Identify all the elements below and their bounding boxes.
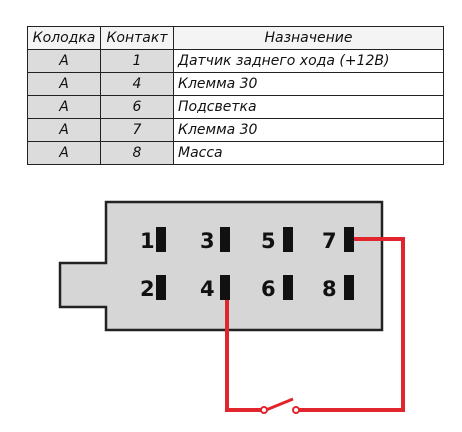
pinout-table: Колодка Контакт Назначение A 1 Датчик за… bbox=[27, 26, 444, 165]
table-row: A 1 Датчик заднего хода (+12В) bbox=[27, 49, 444, 73]
pin-1-terminal bbox=[156, 227, 166, 252]
pin-6-terminal bbox=[283, 275, 293, 300]
table-header-row: Колодка Контакт Назначение bbox=[27, 26, 444, 50]
cell-contact: 1 bbox=[100, 49, 174, 73]
cell-purpose: Клемма 30 bbox=[173, 72, 444, 96]
switch-contact-left bbox=[260, 406, 268, 414]
pin-label-5: 5 bbox=[261, 229, 276, 253]
cell-purpose: Клемма 30 bbox=[173, 118, 444, 142]
switch-lever bbox=[265, 397, 294, 412]
pin-label-2: 2 bbox=[140, 277, 155, 301]
table-row: A 8 Масса bbox=[27, 141, 444, 165]
cell-purpose: Датчик заднего хода (+12В) bbox=[173, 49, 444, 73]
connector-housing bbox=[58, 200, 384, 332]
cell-block: A bbox=[27, 118, 101, 142]
cell-purpose: Масса bbox=[173, 141, 444, 165]
switch-wire bbox=[225, 237, 405, 414]
table-row: A 6 Подсветка bbox=[27, 95, 444, 119]
pin-label-3: 3 bbox=[200, 229, 215, 253]
cell-contact: 8 bbox=[100, 141, 174, 165]
cell-purpose: Подсветка bbox=[173, 95, 444, 119]
pin-label-1: 1 bbox=[140, 229, 155, 253]
header-purpose: Назначение bbox=[173, 26, 444, 50]
cell-block: A bbox=[27, 49, 101, 73]
switch-contact-right bbox=[292, 406, 300, 414]
pin-label-4: 4 bbox=[200, 277, 215, 301]
pin-3-terminal bbox=[220, 227, 230, 252]
cell-block: A bbox=[27, 141, 101, 165]
pin-7-terminal bbox=[344, 227, 354, 252]
cell-block: A bbox=[27, 95, 101, 119]
cell-block: A bbox=[27, 72, 101, 96]
wire-pin4-to-switch bbox=[225, 300, 262, 412]
wire-pin7-to-switch bbox=[297, 237, 405, 412]
header-block: Колодка bbox=[27, 26, 101, 50]
pin-5-terminal bbox=[283, 227, 293, 252]
pin-label-6: 6 bbox=[261, 277, 276, 301]
pin-2-terminal bbox=[156, 275, 166, 300]
pin-label-8: 8 bbox=[322, 277, 337, 301]
pin-8-terminal bbox=[344, 275, 354, 300]
pin-4-terminal bbox=[220, 275, 230, 300]
cell-contact: 6 bbox=[100, 95, 174, 119]
table-row: A 7 Клемма 30 bbox=[27, 118, 444, 142]
pin-label-7: 7 bbox=[322, 229, 337, 253]
